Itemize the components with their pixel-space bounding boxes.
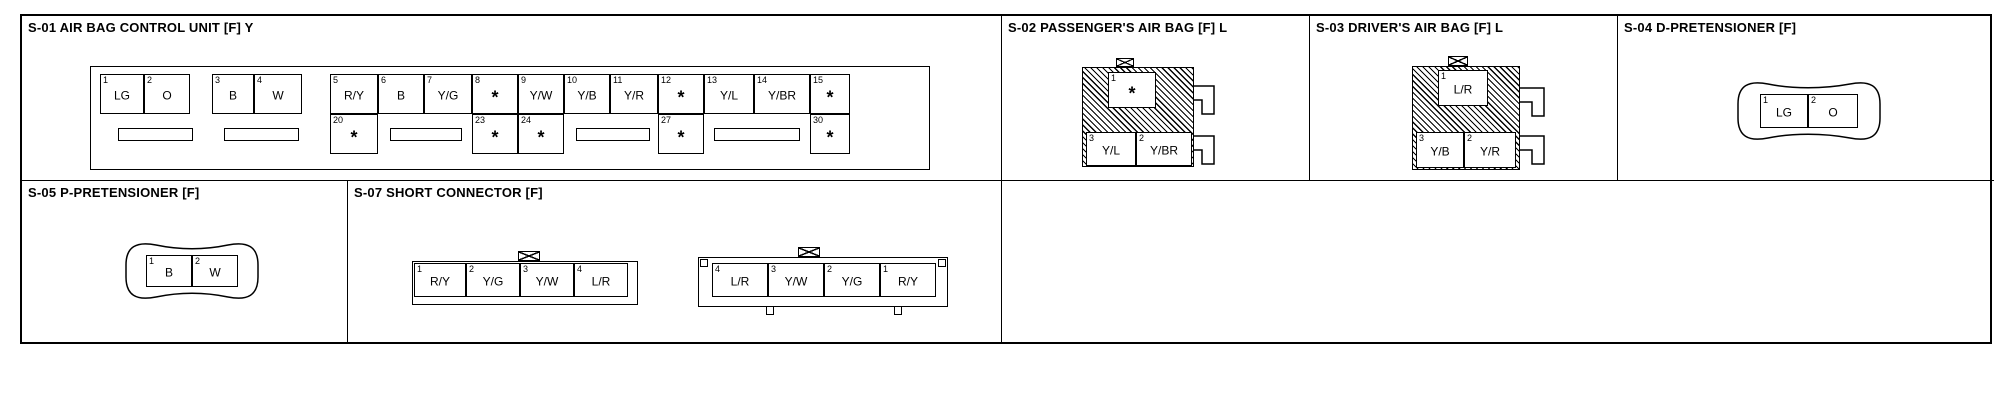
cell-title: S-07 SHORT CONNECTOR [F] (354, 185, 543, 200)
empty-slot (576, 128, 650, 141)
pin: 1* (1108, 72, 1156, 108)
cell-title: S-04 D-PRETENSIONER [F] (1624, 20, 1797, 35)
cell-title: S-01 AIR BAG CONTROL UNIT [F] Y (28, 20, 254, 35)
pin: 20* (330, 114, 378, 154)
empty-slot (390, 128, 462, 141)
latch-icon (798, 247, 820, 257)
empty-slot (224, 128, 299, 141)
empty-slot (118, 128, 193, 141)
connector-bottom-row: 20* 23* 24* 27* 30* (100, 114, 920, 156)
corner-post (938, 259, 946, 267)
pin: 8* (472, 74, 518, 114)
pin: 27* (658, 114, 704, 154)
latch-icon (518, 251, 540, 261)
connector-tab-outline (1194, 85, 1215, 165)
connector-housing (90, 66, 930, 170)
pin: 15* (810, 74, 850, 114)
empty-slot (714, 128, 800, 141)
pin: 23* (472, 114, 518, 154)
locking-foot (766, 307, 774, 315)
pin: 24* (518, 114, 564, 154)
cell-empty (1002, 181, 1994, 344)
locking-foot (894, 307, 902, 315)
latch-icon (1448, 56, 1468, 66)
connector-housing (412, 261, 638, 305)
cell-title: S-03 DRIVER'S AIR BAG [F] L (1316, 20, 1504, 35)
cell-title: S-02 PASSENGER'S AIR BAG [F] L (1008, 20, 1228, 35)
connector-tab-outline (1520, 87, 1545, 165)
latch-icon (1116, 58, 1134, 67)
pin: 12* (658, 74, 704, 114)
connector-housing (698, 257, 948, 307)
cell-title: S-05 P-PRETENSIONER [F] (28, 185, 200, 200)
corner-post (700, 259, 708, 267)
pin: 30* (810, 114, 850, 154)
